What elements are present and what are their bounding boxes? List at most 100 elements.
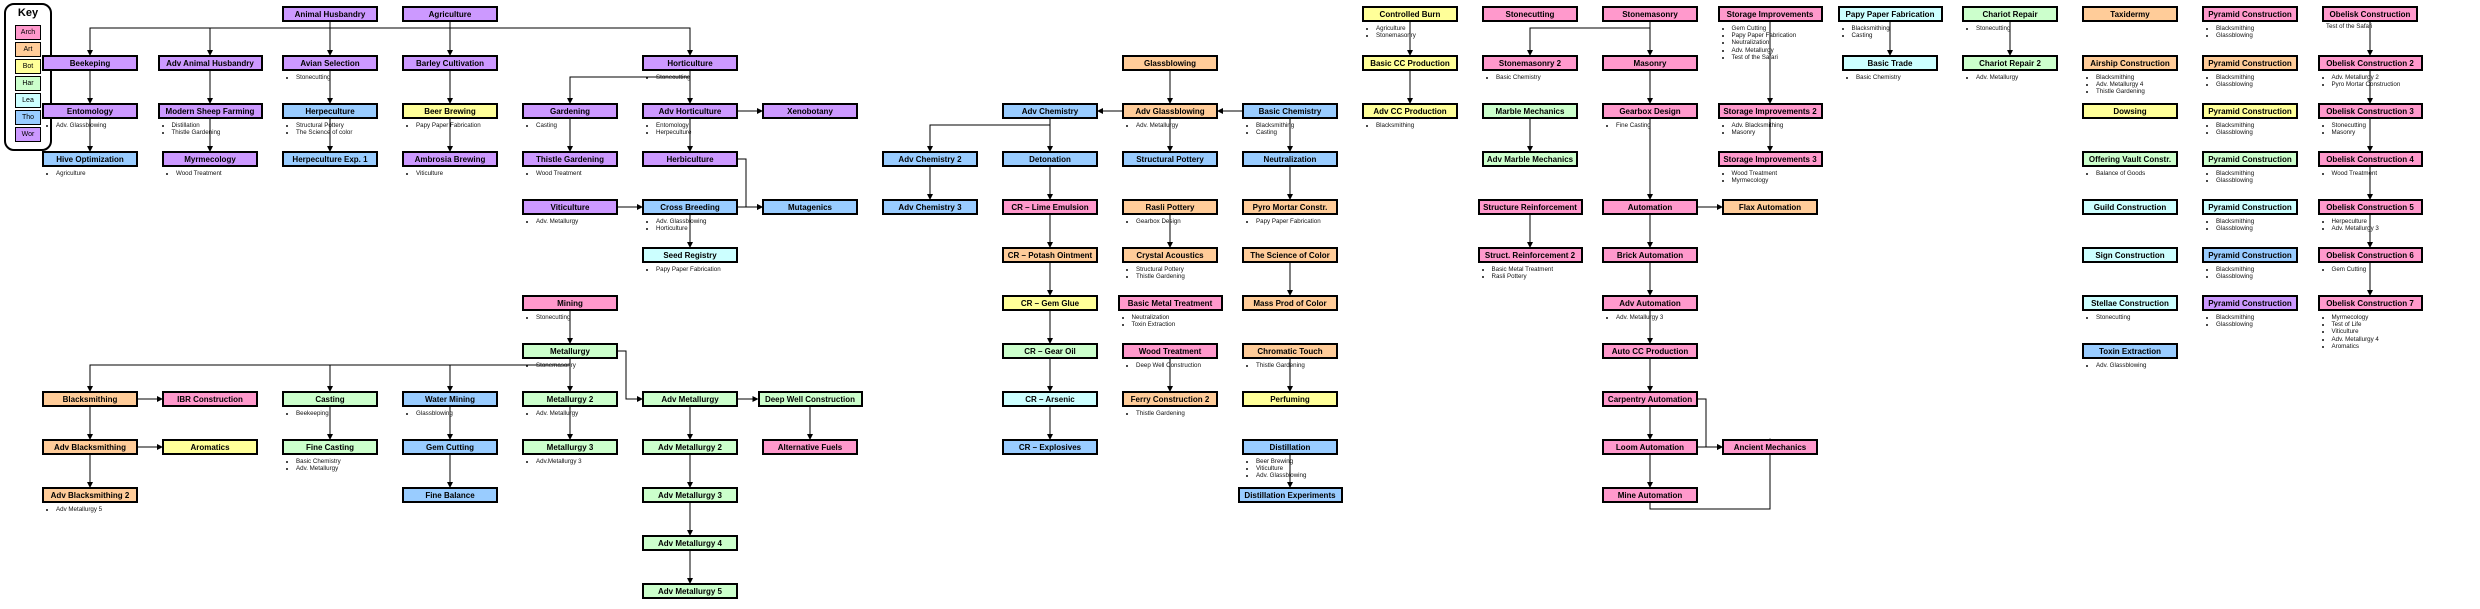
tech-node-ibr-construction[interactable]: IBR Construction: [162, 391, 258, 407]
tech-node-adv-glassblowing[interactable]: Adv Glassblowing: [1122, 103, 1218, 119]
tech-node-obelisk-construction-5[interactable]: Obelisk Construction 5: [2317, 199, 2423, 215]
tech-node-obelisk-construction-4[interactable]: Obelisk Construction 4: [2317, 151, 2423, 167]
tech-node-stellae-construction[interactable]: Stellae Construction: [2082, 295, 2178, 311]
tech-node-herpeculture[interactable]: Herpeculture: [282, 103, 378, 119]
tech-node-water-mining[interactable]: Water Mining: [402, 391, 498, 407]
tech-node-carpentry-automation[interactable]: Carpentry Automation: [1602, 391, 1698, 407]
tech-node-avian-selection[interactable]: Avian Selection: [282, 55, 378, 71]
tech-node-pyramid-construction-7[interactable]: Pyramid Construction: [2202, 295, 2298, 311]
tech-node-cr-arsenic[interactable]: CR – Arsenic: [1002, 391, 1098, 407]
tech-node-cr-potash-ointment[interactable]: CR – Potash Ointment: [1002, 247, 1098, 263]
tech-node-stonecutting[interactable]: Stonecutting: [1482, 6, 1578, 22]
tech-node-pyramid-construction-3[interactable]: Pyramid Construction: [2202, 103, 2298, 119]
tech-node-flax-automation[interactable]: Flax Automation: [1722, 199, 1818, 215]
tech-node-controlled-burn[interactable]: Controlled Burn: [1362, 6, 1458, 22]
tech-node-brick-automation[interactable]: Brick Automation: [1602, 247, 1698, 263]
tech-node-cr-gem-glue[interactable]: CR – Gem Glue: [1002, 295, 1098, 311]
tech-node-storage-improvements-2[interactable]: Storage Improvements 2: [1717, 103, 1823, 119]
tech-node-detonation[interactable]: Detonation: [1002, 151, 1098, 167]
tech-node-blacksmithing[interactable]: Blacksmithing: [42, 391, 138, 407]
tech-node-entomology[interactable]: Entomology: [42, 103, 138, 119]
tech-node-ambrosia-brewing[interactable]: Ambrosia Brewing: [402, 151, 498, 167]
tech-node-modern-sheep-farming[interactable]: Modern Sheep Farming: [157, 103, 263, 119]
tech-node-structure-reinforcement[interactable]: Structure Reinforcement: [1477, 199, 1583, 215]
tech-node-storage-improvements[interactable]: Storage Improvements: [1717, 6, 1823, 22]
tech-node-seed-registry[interactable]: Seed Registry: [642, 247, 738, 263]
tech-node-airship-construction[interactable]: Airship Construction: [2082, 55, 2178, 71]
tech-node-cross-breeding[interactable]: Cross Breeding: [642, 199, 738, 215]
tech-node-horticulture[interactable]: Horticulture: [642, 55, 738, 71]
tech-node-struct-reinforcement-2[interactable]: Struct. Reinforcement 2: [1477, 247, 1583, 263]
tech-node-pyramid-construction-2[interactable]: Pyramid Construction: [2202, 55, 2298, 71]
tech-node-toxin-extraction[interactable]: Toxin Extraction: [2082, 343, 2178, 359]
tech-node-animal-husbandry[interactable]: Animal Husbandry: [282, 6, 378, 22]
tech-node-ancient-mechanics[interactable]: Ancient Mechanics: [1722, 439, 1818, 455]
tech-node-adv-blacksmithing[interactable]: Adv Blacksmithing: [42, 439, 138, 455]
tech-node-beekeeping[interactable]: Beekeping: [42, 55, 138, 71]
tech-node-chariot-repair-2[interactable]: Chariot Repair 2: [1962, 55, 2058, 71]
tech-node-taxidermy[interactable]: Taxidermy: [2082, 6, 2178, 22]
tech-node-crystal-acoustics[interactable]: Crystal Acoustics: [1122, 247, 1218, 263]
tech-node-storage-improvements-3[interactable]: Storage Improvements 3: [1717, 151, 1823, 167]
tech-node-structural-pottery[interactable]: Structural Pottery: [1122, 151, 1218, 167]
tech-node-adv-horticulture[interactable]: Adv Horticulture: [642, 103, 738, 119]
tech-node-adv-metallurgy-2[interactable]: Adv Metallurgy 2: [642, 439, 738, 455]
tech-node-adv-metallurgy-5[interactable]: Adv Metallurgy 5: [642, 583, 738, 599]
tech-node-stonemasonry-2[interactable]: Stonemasonry 2: [1482, 55, 1578, 71]
tech-node-mine-automation[interactable]: Mine Automation: [1602, 487, 1698, 503]
tech-node-myrmecology[interactable]: Myrmecology: [162, 151, 258, 167]
tech-node-adv-metallurgy-4[interactable]: Adv Metallurgy 4: [642, 535, 738, 551]
tech-node-distillation-experiments[interactable]: Distillation Experiments: [1237, 487, 1343, 503]
tech-node-obelisk-construction-7[interactable]: Obelisk Construction 7: [2317, 295, 2423, 311]
tech-node-adv-chemistry[interactable]: Adv Chemistry: [1002, 103, 1098, 119]
tech-node-adv-animal-husbandry[interactable]: Adv Animal Husbandry: [157, 55, 263, 71]
tech-node-sign-construction[interactable]: Sign Construction: [2082, 247, 2178, 263]
tech-node-gem-cutting[interactable]: Gem Cutting: [402, 439, 498, 455]
tech-node-guild-construction[interactable]: Guild Construction: [2082, 199, 2178, 215]
tech-node-pyramid-construction-5[interactable]: Pyramid Construction: [2202, 199, 2298, 215]
tech-node-adv-metallurgy[interactable]: Adv Metallurgy: [642, 391, 738, 407]
tech-node-adv-marble-mechanics[interactable]: Adv Marble Mechanics: [1482, 151, 1578, 167]
tech-node-cr-gear-oil[interactable]: CR – Gear Oil: [1002, 343, 1098, 359]
tech-node-barley-cultivation[interactable]: Barley Cultivation: [402, 55, 498, 71]
tech-node-perfuming[interactable]: Perfuming: [1242, 391, 1338, 407]
tech-node-basic-trade[interactable]: Basic Trade: [1842, 55, 1938, 71]
tech-node-chromatic-touch[interactable]: Chromatic Touch: [1242, 343, 1338, 359]
tech-node-obelisk-construction-3[interactable]: Obelisk Construction 3: [2317, 103, 2423, 119]
tech-node-basic-metal-treatment[interactable]: Basic Metal Treatment: [1117, 295, 1223, 311]
tech-node-offering-vault-constr[interactable]: Offering Vault Constr.: [2082, 151, 2178, 167]
tech-node-basic-cc-production[interactable]: Basic CC Production: [1362, 55, 1458, 71]
tech-node-mass-prod-of-color[interactable]: Mass Prod of Color: [1242, 295, 1338, 311]
tech-node-automation[interactable]: Automation: [1602, 199, 1698, 215]
tech-node-pyro-mortar-constr[interactable]: Pyro Mortar Constr.: [1242, 199, 1338, 215]
tech-node-viticulture[interactable]: Viticulture: [522, 199, 618, 215]
tech-node-basic-chemistry[interactable]: Basic Chemistry: [1242, 103, 1338, 119]
tech-node-beer-brewing[interactable]: Beer Brewing: [402, 103, 498, 119]
tech-node-pyramid-construction-4[interactable]: Pyramid Construction: [2202, 151, 2298, 167]
tech-node-adv-blacksmithing-2[interactable]: Adv Blacksmithing 2: [42, 487, 138, 503]
tech-node-pyramid-construction-6[interactable]: Pyramid Construction: [2202, 247, 2298, 263]
tech-node-herbiculture[interactable]: Herbiculture: [642, 151, 738, 167]
tech-node-casting[interactable]: Casting: [282, 391, 378, 407]
tech-node-metallurgy-3[interactable]: Metallurgy 3: [522, 439, 618, 455]
tech-node-obelisk-construction-2[interactable]: Obelisk Construction 2: [2317, 55, 2423, 71]
tech-node-dowsing[interactable]: Dowsing: [2082, 103, 2178, 119]
tech-node-gardening[interactable]: Gardening: [522, 103, 618, 119]
tech-node-aromatics[interactable]: Aromatics: [162, 439, 258, 455]
tech-node-adv-chemistry-2[interactable]: Adv Chemistry 2: [882, 151, 978, 167]
tech-node-wood-treatment[interactable]: Wood Treatment: [1122, 343, 1218, 359]
tech-node-metallurgy[interactable]: Metallurgy: [522, 343, 618, 359]
tech-node-mining[interactable]: Mining: [522, 295, 618, 311]
tech-node-fine-balance[interactable]: Fine Balance: [402, 487, 498, 503]
tech-node-thistle-gardening[interactable]: Thistle Gardening: [522, 151, 618, 167]
tech-node-alternative-fuels[interactable]: Alternative Fuels: [762, 439, 858, 455]
tech-node-deep-well-construction[interactable]: Deep Well Construction: [757, 391, 863, 407]
tech-node-adv-metallurgy-3[interactable]: Adv Metallurgy 3: [642, 487, 738, 503]
tech-node-adv-automation[interactable]: Adv Automation: [1602, 295, 1698, 311]
tech-node-cr-lime-emulsion[interactable]: CR – Lime Emulsion: [1002, 199, 1098, 215]
tech-node-adv-chemistry-3[interactable]: Adv Chemistry 3: [882, 199, 978, 215]
tech-node-obelisk-construction[interactable]: Obelisk Construction: [2322, 6, 2418, 22]
tech-node-auto-cc-production[interactable]: Auto CC Production: [1602, 343, 1698, 359]
tech-node-stonemasonry[interactable]: Stonemasonry: [1602, 6, 1698, 22]
tech-node-rasli-pottery[interactable]: Rasli Pottery: [1122, 199, 1218, 215]
